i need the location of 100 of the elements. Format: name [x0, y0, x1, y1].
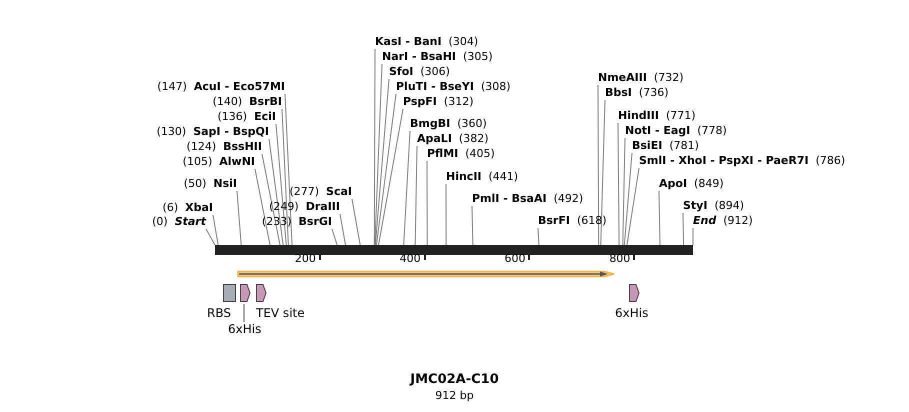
enzyme-name: DraIII [306, 200, 340, 214]
leader-line [268, 138, 284, 246]
leader-line [682, 212, 684, 246]
feature-label: TEV site [256, 306, 305, 320]
enzyme-name: ApoI [659, 177, 688, 191]
enzyme-name: HindIII [618, 109, 659, 123]
leader-line [340, 214, 346, 246]
scale-label: 600 [504, 252, 526, 265]
leader-line [692, 228, 694, 246]
title: JMC02A-C10 [408, 372, 500, 387]
enzyme-name: ApaLI [417, 132, 452, 146]
enzyme-name: PmlI - BsaAI [472, 192, 547, 206]
enzyme-name: HincII [446, 170, 482, 184]
enzyme-name: NmeAIII [598, 71, 647, 85]
enzyme-name: AcuI - Eco57MI [194, 80, 285, 94]
site-position: (105) [182, 155, 212, 169]
site-position: (308) [480, 80, 511, 94]
site-position: (6) [162, 201, 178, 215]
leader-line [376, 94, 396, 246]
enzyme-name: BsrBI [249, 95, 282, 109]
enzyme-name: ScaI [326, 185, 352, 199]
enzyme-name: KasI - BanI [375, 35, 442, 49]
leader-line [374, 64, 382, 246]
site-position: (732) [654, 71, 684, 85]
leader-line [374, 78, 390, 246]
enzyme-name: NsiI [213, 177, 237, 191]
site-position: (736) [638, 86, 668, 100]
enzyme-name: PluTI - BseYI [396, 80, 474, 94]
site-position: (441) [488, 170, 518, 184]
site-position: (50) [184, 177, 206, 191]
enzyme-name: XbaI [185, 201, 213, 215]
site-position: (277) [289, 185, 320, 199]
site-position: (140) [212, 95, 242, 109]
enzyme-name: BsrGI [298, 215, 332, 229]
enzyme-name: SapI - BspQI [193, 125, 269, 139]
enzyme-name: BmgBI [410, 117, 450, 131]
site-position: (382) [458, 132, 489, 146]
enzyme-name: SmlI - XhoI - PspXI - PaeR7I [639, 154, 809, 168]
leader-line [254, 168, 271, 246]
site-position: (912) [723, 214, 753, 228]
site-position: (894) [714, 199, 744, 213]
site-position: (786) [816, 154, 846, 168]
enzyme-name: PspFI [403, 95, 437, 109]
leader-line [626, 168, 640, 246]
leader-line [598, 84, 600, 246]
enzyme-name: BsiEI [632, 139, 662, 153]
scale-label: 200 [294, 252, 316, 265]
leader-line [426, 160, 428, 246]
site-position: (771) [666, 109, 696, 123]
enzyme-name: BsrFI [538, 214, 570, 228]
site-position: (849) [694, 177, 724, 191]
site-position: (249) [269, 200, 299, 214]
leader-line [658, 190, 660, 246]
leader-line [622, 138, 626, 246]
leader-line [600, 100, 606, 246]
site-position: (130) [156, 125, 186, 139]
leader-line [374, 48, 376, 246]
site-position: (492) [554, 192, 584, 206]
leader-line [472, 206, 474, 246]
scale-label: 400 [400, 252, 421, 265]
site-position: (360) [457, 117, 487, 131]
leader-line [446, 184, 447, 246]
site-position: (312) [444, 95, 474, 109]
caption: 912 bp [434, 389, 475, 402]
leader-line [284, 94, 293, 246]
leader-line [262, 154, 280, 246]
leader-line [236, 190, 242, 246]
site-position: (306) [420, 65, 450, 79]
enzyme-name: StyI [683, 199, 708, 213]
site-position: (778) [697, 124, 727, 138]
leader-line [282, 108, 289, 246]
leader-line [378, 108, 404, 246]
enzyme-name: NotI - EagI [625, 124, 690, 138]
feature-label: 6xHis [615, 306, 648, 320]
enzyme-name: PflMI [427, 147, 458, 161]
leader-line [624, 152, 632, 246]
leader-line [414, 146, 418, 246]
enzyme-name: Start [174, 215, 206, 229]
enzyme-name: BssHII [223, 140, 262, 154]
site-position: (233) [262, 215, 292, 229]
site-position: (618) [576, 214, 607, 228]
site-position: (781) [669, 139, 699, 153]
site-position: (147) [157, 80, 187, 94]
enzyme-name: End [693, 214, 716, 228]
leader-line [618, 122, 620, 246]
enzyme-name: BbsI [605, 86, 632, 100]
site-position: (305) [463, 50, 493, 64]
site-position: (304) [448, 35, 478, 49]
feature-label: 6xHis [228, 322, 262, 336]
scale-label: 800 [609, 252, 630, 265]
feature-label: RBS [207, 306, 231, 320]
leader-line [332, 228, 338, 246]
site-position: (0) [152, 215, 168, 229]
enzyme-name: SfoI [389, 65, 414, 79]
leader-line [276, 124, 287, 246]
leader-line [352, 198, 361, 246]
enzyme-name: NarI - BsaHI [382, 50, 456, 64]
site-position: (136) [218, 110, 248, 124]
leader-line [206, 228, 216, 246]
site-position: (405) [465, 147, 495, 161]
